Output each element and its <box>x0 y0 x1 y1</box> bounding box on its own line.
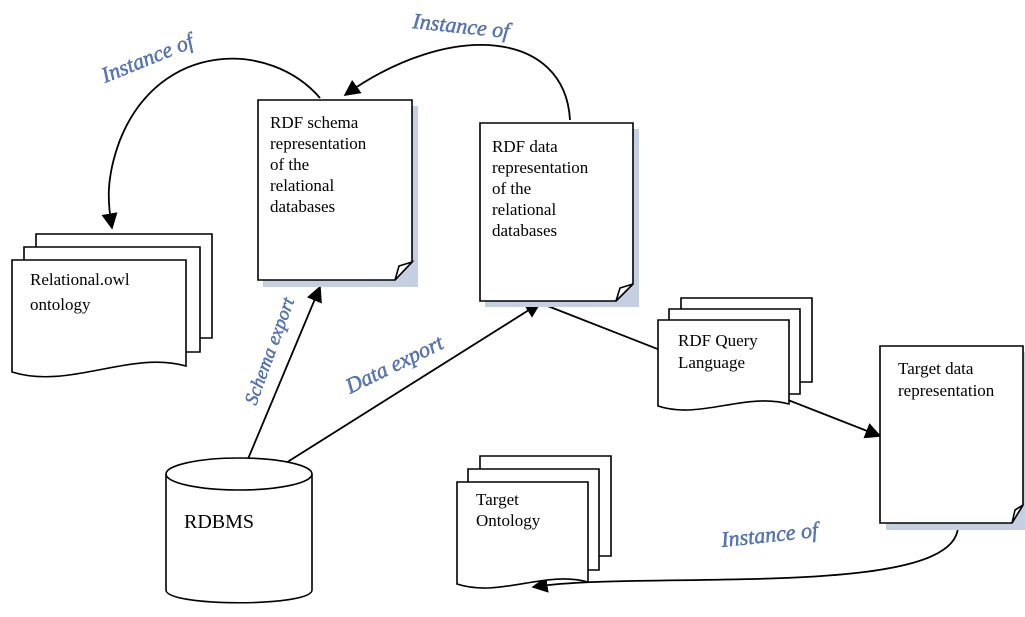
target-data-line: representation <box>898 381 995 400</box>
node-rdbms-cylinder: RDBMS <box>165 457 313 604</box>
target-data-line: Target data <box>898 359 974 378</box>
rdf-query-line: RDF Query <box>678 331 758 350</box>
node-target-data-document: Target data representation <box>879 345 1025 530</box>
target-ontology-line: Target <box>476 490 519 509</box>
edge-data-export <box>261 302 542 479</box>
relational-owl-line: ontology <box>30 295 91 314</box>
edge-schema-export <box>239 285 322 479</box>
label-instance-of-3: Instance of <box>719 517 822 552</box>
rdbms-label: RDBMS <box>184 511 254 533</box>
rdf-schema-line: of the <box>270 155 309 174</box>
node-rdf-data-document: RDF data representation of the relational da… <box>479 122 639 307</box>
rdf-data-line: RDF data <box>492 137 558 156</box>
label-schema-export: Schema export <box>241 294 299 407</box>
rdf-data-line: relational <box>492 200 556 219</box>
target-ontology-line: Ontology <box>476 511 541 530</box>
rdf-schema-line: RDF schema <box>270 113 359 132</box>
node-relational-owl-ontology: Relational.owl ontology <box>11 233 213 378</box>
label-instance-of-1: Instance of <box>97 27 200 88</box>
rdf-schema-line: representation <box>270 134 367 153</box>
rdf-schema-line: relational <box>270 176 334 195</box>
rdf-data-line: databases <box>492 221 557 240</box>
edge-instance-of-schema-to-relational <box>101 57 321 230</box>
rdf-schema-line: databases <box>270 197 335 216</box>
rdf-data-line: representation <box>492 158 589 177</box>
label-instance-of-2: Instance of <box>410 8 513 43</box>
edge-instance-of-data-to-schema <box>343 44 571 121</box>
rdf-data-line: of the <box>492 179 531 198</box>
node-rdf-schema-document: RDF schema representation of the relational… <box>257 99 418 287</box>
relational-owl-line: Relational.owl <box>30 270 130 289</box>
label-data-export: Data export <box>340 329 448 399</box>
rdf-query-line: Language <box>678 353 745 372</box>
